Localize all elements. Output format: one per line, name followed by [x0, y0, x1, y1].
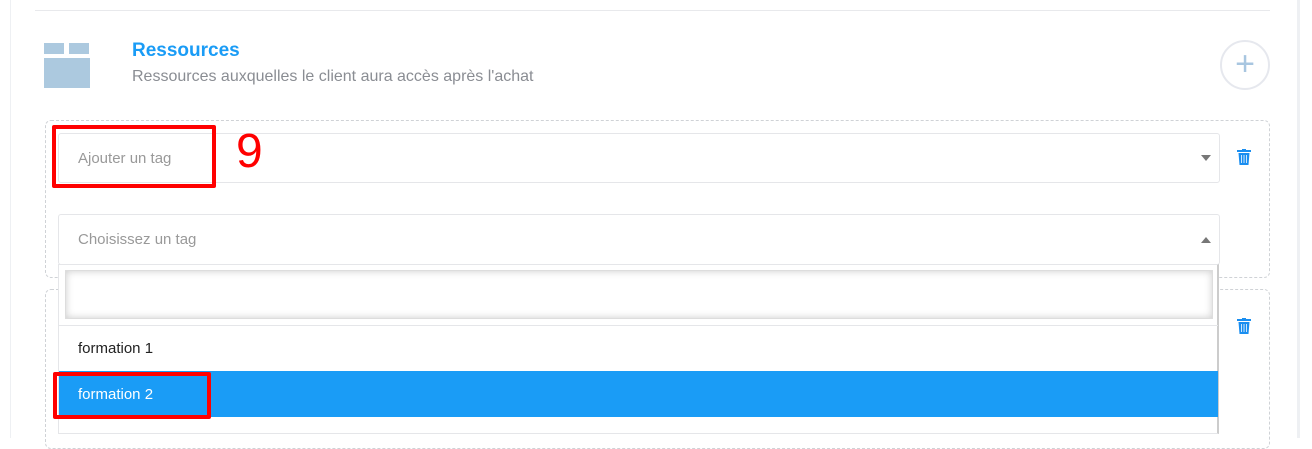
- section-title: Ressources: [132, 40, 240, 61]
- add-tag-placeholder: Ajouter un tag: [78, 149, 172, 167]
- option-formation-1[interactable]: formation 1: [59, 325, 1218, 371]
- option-formation-2[interactable]: formation 2: [59, 371, 1218, 417]
- box-icon: [44, 43, 90, 88]
- choose-tag-select[interactable]: Choisissez un tag: [58, 214, 1220, 265]
- tag-search-input[interactable]: [65, 270, 1213, 319]
- caret-down-icon: [1201, 155, 1211, 161]
- add-resource-button[interactable]: +: [1220, 40, 1270, 90]
- choose-tag-placeholder: Choisissez un tag: [78, 231, 197, 248]
- caret-up-icon: [1201, 236, 1211, 243]
- section-panel: [10, 0, 1300, 438]
- trash-icon[interactable]: [1237, 318, 1251, 334]
- tag-dropdown: formation 1 formation 2: [58, 264, 1219, 434]
- annotation-box: [52, 125, 216, 188]
- section-subtitle: Ressources auxquelles le client aura acc…: [132, 68, 534, 85]
- annotation-box: [53, 372, 211, 419]
- annotation-step-number: 9: [236, 125, 263, 178]
- plus-icon: +: [1235, 45, 1255, 83]
- divider: [35, 10, 1270, 11]
- add-tag-select[interactable]: Ajouter un tag: [58, 133, 1220, 183]
- trash-icon[interactable]: [1237, 149, 1251, 165]
